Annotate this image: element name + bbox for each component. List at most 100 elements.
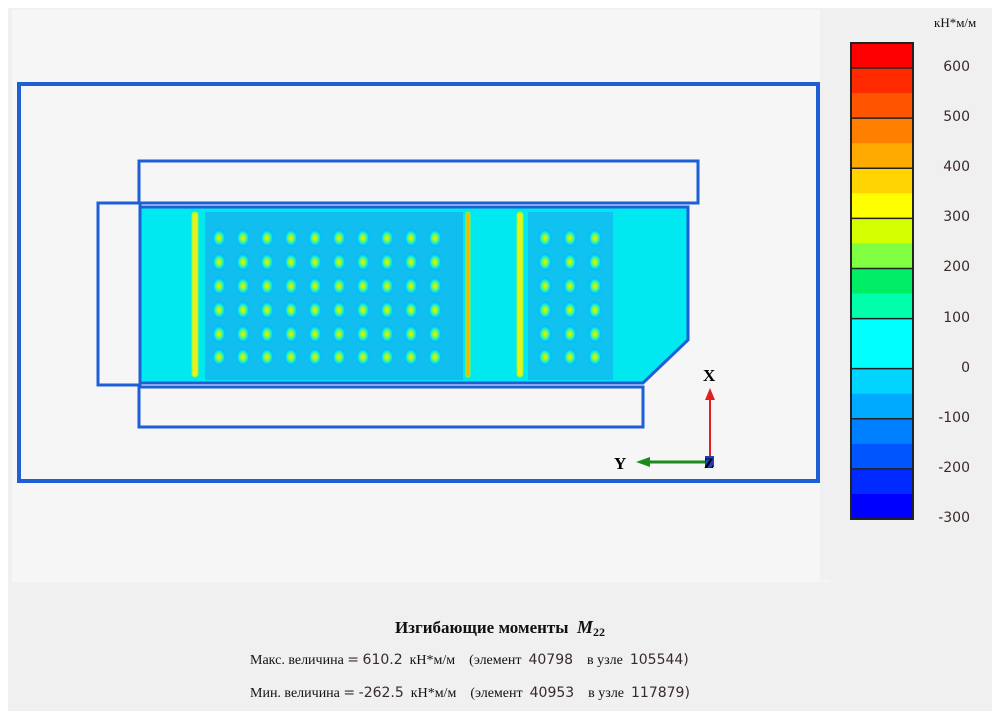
- moment-peak: [563, 301, 577, 319]
- colorbar-band: [851, 293, 913, 320]
- moment-peak: [588, 229, 602, 247]
- min-label: Мин. величина: [250, 686, 340, 701]
- x-axis-arrowhead: [705, 388, 715, 400]
- moment-peak: [588, 301, 602, 319]
- min-node-label: в узле: [588, 686, 625, 701]
- moment-peak: [538, 348, 552, 366]
- colorbar-tick-label: -100: [938, 409, 970, 426]
- moment-peak: [588, 325, 602, 343]
- moment-peak: [538, 253, 552, 271]
- moment-peak: [212, 277, 226, 295]
- colorbar-band: [851, 318, 913, 345]
- moment-peak: [284, 277, 298, 295]
- z-axis-label: Z: [704, 456, 714, 472]
- max-value: 610.2: [362, 652, 403, 668]
- moment-peak: [404, 253, 418, 271]
- title-symbol: M: [577, 617, 594, 637]
- moment-peak: [428, 348, 442, 366]
- moment-peak: [284, 348, 298, 366]
- moment-peak: [308, 229, 322, 247]
- moment-peak: [428, 277, 442, 295]
- colorbar-band: [851, 43, 913, 69]
- moment-peak: [428, 229, 442, 247]
- moment-peak: [404, 325, 418, 343]
- moment-peak: [260, 301, 274, 319]
- moment-peak: [380, 277, 394, 295]
- moment-peak: [236, 301, 250, 319]
- min-element-label: (элемент: [470, 686, 523, 701]
- title-text: Изгибающие моменты: [394, 618, 569, 637]
- moment-peak: [588, 348, 602, 366]
- colorbar-tick-label: -200: [938, 459, 970, 476]
- moment-peak: [236, 348, 250, 366]
- colorbar-tick-label: -300: [938, 510, 970, 526]
- moment-peak: [380, 253, 394, 271]
- moment-peak: [588, 277, 602, 295]
- max-value-row: Макс. величина = 610.2 кН*м/м (элемент 4…: [250, 652, 689, 669]
- moment-peak: [236, 253, 250, 271]
- colorbar-band: [851, 343, 913, 370]
- colorbar-tick-label: 100: [943, 309, 970, 326]
- colorbar-band: [851, 168, 913, 194]
- max-units: кН*м/м: [409, 653, 456, 668]
- moment-peak: [236, 325, 250, 343]
- moment-peak: [212, 253, 226, 271]
- moment-peak: [332, 325, 346, 343]
- moment-peak: [308, 325, 322, 343]
- colorbar-band: [851, 93, 913, 119]
- max-element: 40798: [528, 652, 574, 668]
- colorbar-band: [851, 443, 913, 470]
- colorbar-band: [851, 418, 913, 445]
- support-line-1: [191, 211, 199, 378]
- min-units: кН*м/м: [410, 686, 457, 701]
- moment-peak: [332, 229, 346, 247]
- outer-contour: [17, 82, 820, 483]
- moment-peak: [538, 229, 552, 247]
- moment-peak: [308, 348, 322, 366]
- colorbar-tick-label: 300: [943, 209, 970, 226]
- moment-peak: [428, 301, 442, 319]
- moment-peak: [563, 348, 577, 366]
- moment-peak: [236, 277, 250, 295]
- moment-peak: [236, 229, 250, 247]
- colorbar-band: [851, 368, 913, 395]
- max-node-label: в узле: [587, 653, 623, 668]
- colorbar: [850, 42, 914, 520]
- min-node: 117879): [631, 685, 690, 701]
- moment-peak: [538, 277, 552, 295]
- moment-peak: [404, 301, 418, 319]
- moment-peak: [284, 229, 298, 247]
- plot-title: Изгибающие моменты M22: [0, 617, 1000, 640]
- max-node: 105544): [629, 652, 689, 668]
- support-line-2: [465, 211, 471, 378]
- moment-peak: [404, 229, 418, 247]
- min-element: 40953: [529, 685, 575, 701]
- x-axis-label: X: [703, 366, 716, 385]
- colorbar-tick-label: 600: [943, 59, 970, 76]
- moment-peak: [308, 253, 322, 271]
- moment-peak: [284, 325, 298, 343]
- y-axis-arrowhead: [636, 457, 650, 467]
- moment-peak: [563, 229, 577, 247]
- moment-peak: [380, 348, 394, 366]
- moment-peak: [212, 348, 226, 366]
- moment-peak: [212, 301, 226, 319]
- moment-peak: [356, 325, 370, 343]
- colorbar-band: [851, 193, 913, 219]
- moment-peak: [284, 301, 298, 319]
- moment-peak: [332, 253, 346, 271]
- colorbar-band: [851, 468, 913, 495]
- moment-peak: [380, 325, 394, 343]
- moment-peak: [260, 348, 274, 366]
- min-value-row: Мин. величина = -262.5 кН*м/м (элемент 4…: [250, 685, 690, 702]
- colorbar-band: [851, 493, 913, 520]
- moment-peak: [212, 325, 226, 343]
- z-axis-marker: [705, 456, 714, 467]
- colorbar-band: [851, 243, 913, 269]
- moment-peak: [260, 277, 274, 295]
- moment-peak: [260, 253, 274, 271]
- colorbar-band: [851, 143, 913, 169]
- moment-peak: [308, 277, 322, 295]
- colorbar-tick-label: 400: [943, 159, 970, 176]
